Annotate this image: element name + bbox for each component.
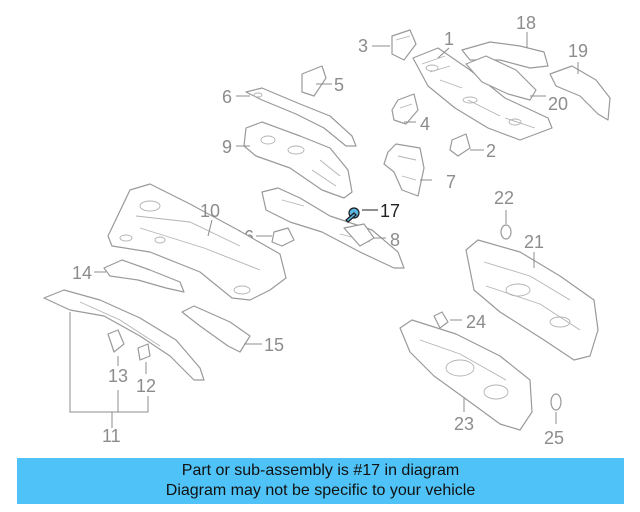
part-10	[107, 183, 287, 301]
callout-1: 1	[444, 29, 454, 49]
callout-6: 6	[222, 87, 232, 107]
callout-12: 12	[136, 376, 156, 396]
part-3	[391, 29, 417, 61]
callout-4: 4	[420, 114, 430, 134]
part-22	[500, 224, 512, 240]
part-9	[243, 121, 353, 199]
callout-9: 9	[222, 137, 232, 157]
callout-18: 18	[516, 13, 536, 33]
callout-24: 24	[466, 312, 486, 332]
part-15	[181, 305, 251, 353]
part-17	[345, 207, 360, 223]
part-6	[245, 87, 357, 147]
part-1	[412, 47, 553, 141]
info-banner: Part or sub-assembly is #17 in diagram D…	[17, 458, 624, 504]
banner-line-2: Diagram may not be specific to your vehi…	[165, 482, 476, 499]
callout-22: 22	[494, 188, 514, 208]
callout-19: 19	[568, 41, 588, 61]
banner-line-1: Part or sub-assembly is #17 in diagram	[181, 462, 460, 479]
callout-7: 7	[446, 172, 456, 192]
callout-23: 23	[454, 414, 474, 434]
part-25	[550, 393, 562, 411]
part-13	[107, 329, 125, 353]
callout-10: 10	[200, 201, 220, 221]
part-8	[261, 187, 405, 269]
part-24	[433, 311, 449, 329]
part-14	[103, 259, 185, 293]
callout-3: 3	[358, 36, 368, 56]
callout-20: 20	[548, 94, 568, 114]
part-5	[301, 65, 327, 97]
part-16	[271, 227, 295, 247]
callout-8: 8	[390, 230, 400, 250]
part-20	[465, 55, 537, 101]
callout-2: 2	[486, 141, 496, 161]
callout-15: 15	[264, 335, 284, 355]
part-12	[137, 343, 151, 361]
callout-14: 14	[72, 263, 92, 283]
part-21	[465, 239, 599, 361]
callout-25: 25	[544, 428, 564, 448]
callout-5: 5	[334, 75, 344, 95]
callout-21: 21	[524, 232, 544, 252]
callout-13: 13	[108, 366, 128, 386]
part-7	[383, 143, 425, 197]
callout-11: 11	[102, 426, 121, 446]
part-19	[549, 65, 611, 121]
parts-diagram: 1 2 3 4 5 6 7 9	[43, 13, 611, 448]
part-11	[43, 289, 205, 381]
part-23	[399, 319, 533, 431]
callout-17: 17	[380, 201, 400, 221]
part-4	[391, 93, 419, 125]
part-2	[449, 133, 471, 157]
